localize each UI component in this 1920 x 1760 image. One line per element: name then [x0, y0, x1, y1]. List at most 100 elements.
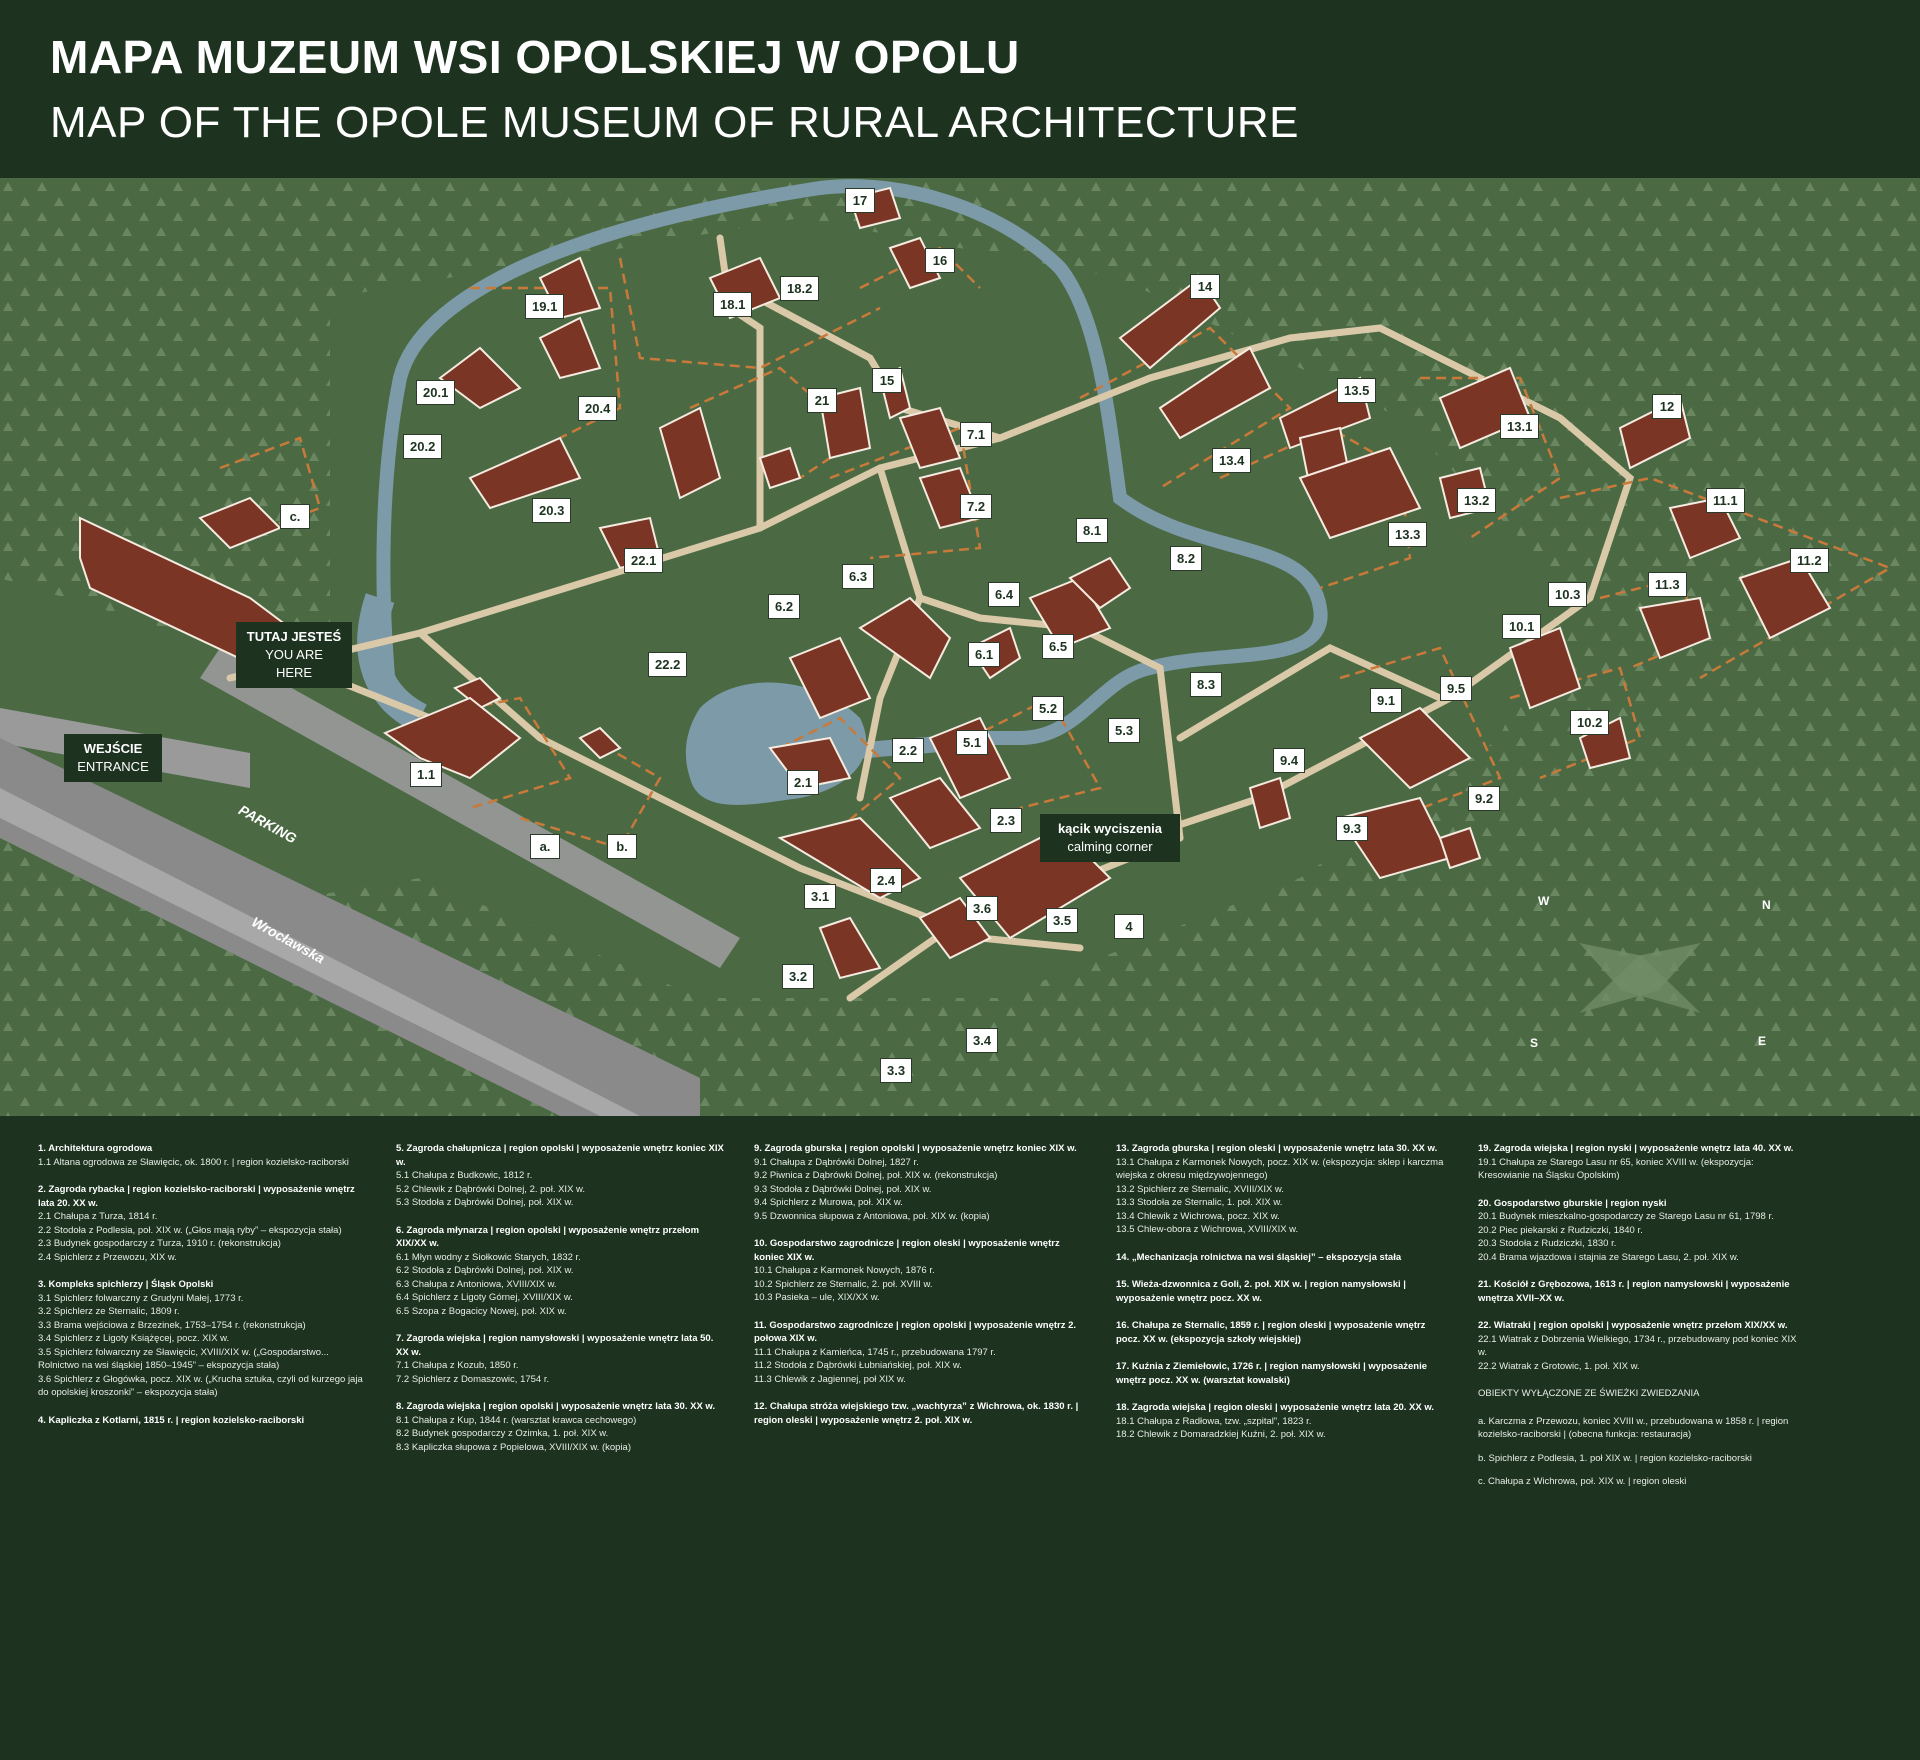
label-4[interactable]: 4 [1114, 914, 1144, 939]
label-14[interactable]: 14 [1190, 274, 1220, 299]
label-c[interactable]: c. [280, 504, 310, 529]
label-3-4[interactable]: 3.4 [966, 1028, 999, 1053]
legend-group: 16. Chałupa ze Sternalic, 1859 r. | regi… [1116, 1319, 1446, 1346]
label-9-2[interactable]: 9.2 [1468, 786, 1501, 811]
label-5-2[interactable]: 5.2 [1032, 696, 1065, 721]
legend-item: 2.1 Chałupa z Turza, 1814 r. [38, 1211, 158, 1222]
excluded-item: b. Spichlerz z Podlesia, 1. poł XIX w. |… [1478, 1452, 1752, 1464]
label-9-5[interactable]: 9.5 [1440, 676, 1473, 701]
label-2-1[interactable]: 2.1 [787, 770, 820, 795]
label-12[interactable]: 12 [1652, 394, 1682, 419]
label-7-2[interactable]: 7.2 [960, 494, 993, 519]
legend-group: 4. Kapliczka z Kotlarni, 1815 r. | regio… [38, 1414, 368, 1428]
calming-corner-tag: kącik wyciszenia calming corner [1040, 814, 1180, 862]
label-5-3[interactable]: 5.3 [1108, 718, 1141, 743]
legend-group: 15. Wieża-dzwonnica z Goli, 2. poł. XIX … [1116, 1278, 1446, 1305]
legend-item: 6.4 Spichlerz z Ligoty Górnej, XVIII/XIX… [396, 1292, 573, 1303]
label-18-2[interactable]: 18.2 [780, 276, 820, 301]
legend-item: 20.3 Stodoła z Rudziczki, 1830 r. [1478, 1238, 1617, 1249]
legend-item: 3.5 Spichlerz folwarczny ze Sławięcic, X… [38, 1346, 329, 1372]
museum-map[interactable]: 17 16 14 19.1 18.1 18.2 15 20.1 20.4 21 … [0, 178, 1920, 1116]
legend-column-5-groups: 19. Zagroda wiejska | region nyski | wyp… [1478, 1142, 1808, 1373]
label-16[interactable]: 16 [925, 248, 955, 273]
label-17[interactable]: 17 [845, 188, 875, 213]
legend-group-title: 3. Kompleks spichlerzy | Śląsk Opolski [38, 1279, 214, 1290]
legend-item: 5.3 Stodoła z Dąbrówki Dolnej, poł. XIX … [396, 1197, 574, 1208]
label-8-2[interactable]: 8.2 [1170, 546, 1203, 571]
label-11-2[interactable]: 11.2 [1790, 548, 1829, 573]
label-13-1[interactable]: 13.1 [1500, 414, 1540, 439]
legend-item: 18.1 Chałupa z Radłowa, tzw. „szpital”, … [1116, 1415, 1312, 1427]
label-2-2[interactable]: 2.2 [892, 738, 925, 763]
legend-item: 13.4 Chlewik z Wichrowa, pocz. XIX w. [1116, 1210, 1280, 1222]
label-22-1[interactable]: 22.1 [624, 548, 664, 573]
label-10-2[interactable]: 10.2 [1570, 710, 1610, 735]
legend-group-title: 12. Chałupa stróża wiejskiego tzw. „wach… [754, 1401, 1079, 1426]
label-22-2[interactable]: 22.2 [648, 652, 688, 677]
label-20-4[interactable]: 20.4 [578, 396, 618, 421]
legend-item: 8.1 Chałupa z Kup, 1844 r. (warsztat kra… [396, 1414, 637, 1426]
label-15[interactable]: 15 [872, 368, 902, 393]
label-11-3[interactable]: 11.3 [1648, 572, 1687, 597]
label-6-3[interactable]: 6.3 [842, 564, 875, 589]
label-1-1[interactable]: 1.1 [410, 762, 443, 787]
legend-group: 2. Zagroda rybacka | region kozielsko-ra… [38, 1183, 368, 1264]
label-a[interactable]: a. [530, 834, 560, 859]
label-9-3[interactable]: 9.3 [1336, 816, 1369, 841]
entrance-pl: WEJŚCIE [83, 741, 143, 756]
label-3-5[interactable]: 3.5 [1046, 908, 1079, 933]
label-3-6[interactable]: 3.6 [966, 896, 999, 921]
label-2-4[interactable]: 2.4 [870, 868, 903, 893]
legend-group-title: 20. Gospodarstwo gburskie | region nyski [1478, 1197, 1667, 1209]
legend-group: 21. Kościół z Grębozowa, 1613 r. | regio… [1478, 1278, 1808, 1305]
label-6-5[interactable]: 6.5 [1042, 634, 1075, 659]
label-6-1[interactable]: 6.1 [968, 642, 1001, 667]
label-8-3[interactable]: 8.3 [1190, 672, 1223, 697]
legend-group: 10. Gospodarstwo zagrodnicze | region ol… [754, 1237, 1084, 1305]
legend-item: 2.3 Budynek gospodarczy z Turza, 1910 r.… [38, 1238, 281, 1249]
label-20-2[interactable]: 20.2 [403, 434, 443, 459]
label-19-1[interactable]: 19.1 [525, 294, 565, 319]
label-6-4[interactable]: 6.4 [988, 582, 1021, 607]
legend-group-title: 2. Zagroda rybacka | region kozielsko-ra… [38, 1184, 355, 1209]
legend-item: 5.2 Chlewik z Dąbrówki Dolnej, 2. poł. X… [396, 1183, 586, 1195]
label-9-4[interactable]: 9.4 [1273, 748, 1306, 773]
label-8-1[interactable]: 8.1 [1076, 518, 1109, 543]
legend-group-title: 5. Zagroda chałupnicza | region opolski … [396, 1143, 724, 1168]
legend-item: 2.2 Stodoła z Podlesia, poł. XIX w. („Gł… [38, 1224, 342, 1236]
label-7-1[interactable]: 7.1 [960, 422, 993, 447]
you-are-here-tag: TUTAJ JESTEŚ YOU ARE HERE [236, 622, 352, 688]
legend-group: 7. Zagroda wiejska | region namysłowski … [396, 1332, 726, 1386]
label-13-5[interactable]: 13.5 [1337, 378, 1377, 403]
legend-group: 3. Kompleks spichlerzy | Śląsk Opolski 3.… [38, 1278, 368, 1400]
legend-group-title: 14. „Mechanizacja rolnictwa na wsi śląsk… [1116, 1251, 1402, 1263]
excluded-item: c. Chałupa z Wichrowa, poł. XIX w. | reg… [1478, 1476, 1687, 1487]
legend-column-5: 19. Zagroda wiejska | region nyski | wyp… [1478, 1142, 1808, 1499]
label-20-3[interactable]: 20.3 [532, 498, 572, 523]
label-20-1[interactable]: 20.1 [416, 380, 456, 405]
legend-item: 6.5 Szopa z Bogacicy Nowej, poł. XIX w. [396, 1305, 567, 1317]
label-3-3[interactable]: 3.3 [880, 1058, 913, 1083]
label-b[interactable]: b. [607, 834, 637, 859]
label-18-1[interactable]: 18.1 [713, 292, 753, 317]
compass-e: E [1758, 1034, 1767, 1048]
label-10-3[interactable]: 10.3 [1548, 582, 1588, 607]
label-5-1[interactable]: 5.1 [956, 730, 989, 755]
label-11-1[interactable]: 11.1 [1706, 488, 1745, 513]
label-6-2[interactable]: 6.2 [768, 594, 801, 619]
legend-group-title: 18. Zagroda wiejska | region oleski | wy… [1116, 1402, 1435, 1413]
label-10-1[interactable]: 10.1 [1502, 614, 1542, 639]
label-9-1[interactable]: 9.1 [1370, 688, 1403, 713]
label-3-2[interactable]: 3.2 [782, 964, 815, 989]
label-13-2[interactable]: 13.2 [1457, 488, 1497, 513]
label-2-3[interactable]: 2.3 [990, 808, 1023, 833]
label-13-3[interactable]: 13.3 [1388, 522, 1428, 547]
legend-group: 17. Kuźnia z Ziemiełowic, 1726 r. | regi… [1116, 1360, 1446, 1387]
label-21[interactable]: 21 [807, 388, 837, 413]
label-13-4[interactable]: 13.4 [1212, 448, 1252, 473]
legend-item: 11.1 Chałupa z Kamieńca, 1745 r., przebu… [754, 1346, 996, 1358]
legend-group: 13. Zagroda gburska | region oleski | wy… [1116, 1142, 1446, 1237]
label-3-1[interactable]: 3.1 [804, 884, 837, 909]
